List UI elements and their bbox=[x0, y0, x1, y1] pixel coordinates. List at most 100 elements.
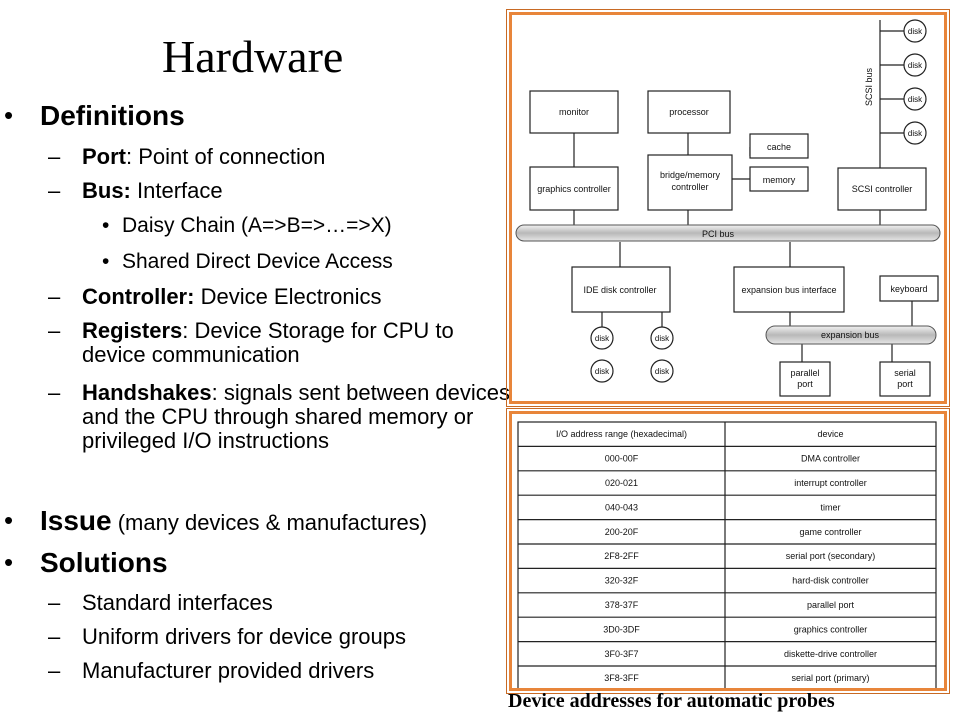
slide-title: Hardware bbox=[162, 31, 344, 82]
disk-label: disk bbox=[655, 367, 670, 376]
table-cell-device: diskette-drive controller bbox=[784, 649, 877, 659]
dash-marker: – bbox=[48, 658, 61, 683]
table-cell-device: game controller bbox=[799, 527, 861, 537]
definitions-label: Definitions bbox=[40, 100, 185, 131]
item-solution-3: – Manufacturer provided drivers bbox=[48, 658, 512, 683]
table-cell-device: graphics controller bbox=[794, 624, 868, 634]
dash-marker: – bbox=[48, 590, 61, 615]
daisy-chain-text: Daisy Chain (A=>B=>…=>X) bbox=[122, 214, 392, 237]
monitor-label: monitor bbox=[559, 107, 589, 117]
disk-label: disk bbox=[595, 334, 610, 343]
dash-marker: – bbox=[48, 178, 61, 203]
item-port: – Port: Point of connection bbox=[48, 144, 512, 169]
expansion-interface-label: expansion bus interface bbox=[741, 285, 836, 295]
issue-sub: (many devices & manufactures) bbox=[111, 510, 428, 535]
io-table-frame: I/O address range (hexadecimal) device 000… bbox=[506, 408, 950, 694]
pci-bus-bar bbox=[515, 224, 941, 242]
dash-marker: – bbox=[48, 380, 61, 405]
figure-caption: Device addresses for automatic probes bbox=[508, 690, 835, 712]
table-cell-device: serial port (secondary) bbox=[786, 551, 876, 561]
item-shared-access: • Shared Direct Device Access bbox=[102, 250, 393, 274]
disk-label: disk bbox=[908, 95, 923, 104]
shared-access-text: Shared Direct Device Access bbox=[122, 250, 393, 273]
port-term: Port bbox=[82, 144, 126, 169]
table-cell-device: timer bbox=[821, 502, 841, 512]
bridge-label-line2: controller bbox=[671, 182, 708, 192]
dash-marker: – bbox=[48, 318, 61, 343]
graphics-controller-label: graphics controller bbox=[537, 184, 611, 194]
scsi-controller-label: SCSI controller bbox=[852, 184, 913, 194]
keyboard-label: keyboard bbox=[890, 284, 927, 294]
handshakes-term: Handshakes bbox=[82, 380, 212, 405]
solutions-label: Solutions bbox=[40, 547, 168, 578]
parallel-port-label-line1: parallel bbox=[790, 368, 819, 378]
dash-marker: – bbox=[48, 144, 61, 169]
bullet-dot: • bbox=[102, 250, 110, 273]
table-cell-range: 040-043 bbox=[605, 502, 638, 512]
bullet-definitions: • Definitions bbox=[4, 100, 185, 132]
item-solution-2: – Uniform drivers for device groups bbox=[48, 624, 512, 649]
registers-term: Registers bbox=[82, 318, 183, 343]
table-cell-device: serial port (primary) bbox=[791, 673, 869, 683]
processor-label: processor bbox=[669, 107, 709, 117]
bullet-dot: • bbox=[4, 547, 14, 577]
dash-marker: – bbox=[48, 284, 61, 309]
item-bus: – Bus: Interface bbox=[48, 178, 512, 203]
disk-label: disk bbox=[595, 367, 610, 376]
bus-diagram: monitor processor cache graphics control… bbox=[515, 19, 941, 397]
serial-port-label-line1: serial bbox=[894, 368, 916, 378]
serial-port-label-line2: port bbox=[897, 379, 913, 389]
bus-term: Bus: bbox=[82, 178, 131, 203]
io-address-table: I/O address range (hexadecimal) device 000… bbox=[517, 421, 937, 691]
bridge-label-line1: bridge/memory bbox=[660, 170, 721, 180]
bullet-issue: • Issue (many devices & manufactures) bbox=[4, 505, 428, 537]
table-cell-device: DMA controller bbox=[801, 454, 860, 464]
table-cell-range: 020-021 bbox=[605, 478, 638, 488]
handshakes-text: : signals sent between devices and the C… bbox=[82, 380, 511, 453]
disk-label: disk bbox=[908, 61, 923, 70]
parallel-port-label-line2: port bbox=[797, 379, 813, 389]
bullet-dot: • bbox=[4, 100, 14, 130]
table-cell-range: 3F8-3FF bbox=[604, 673, 639, 683]
cache-label: cache bbox=[767, 142, 791, 152]
solution-3-text: Manufacturer provided drivers bbox=[82, 658, 375, 683]
table-cell-device: hard-disk controller bbox=[792, 576, 869, 586]
scsi-bus-label: SCSI bus bbox=[864, 67, 874, 106]
table-header-device: device bbox=[817, 429, 843, 439]
port-text: : Point of connection bbox=[126, 144, 326, 169]
bullet-dot: • bbox=[102, 214, 110, 237]
item-controller: – Controller: Device Electronics bbox=[48, 284, 512, 309]
table-cell-range: 3F0-3F7 bbox=[604, 649, 638, 659]
expansion-bus-bar bbox=[765, 325, 937, 345]
issue-label: Issue bbox=[40, 505, 112, 536]
table-cell-device: interrupt controller bbox=[794, 478, 867, 488]
dash-marker: – bbox=[48, 624, 61, 649]
expansion-bus-label: expansion bus bbox=[821, 330, 880, 340]
bus-text: Interface bbox=[130, 178, 223, 203]
table-cell-range: 378-37F bbox=[605, 600, 639, 610]
registers-text: : Device Storage for CPU to device commu… bbox=[82, 318, 454, 367]
solution-2-text: Uniform drivers for device groups bbox=[82, 624, 407, 649]
table-cell-range: 000-00F bbox=[605, 454, 639, 464]
controller-text: Device Electronics bbox=[194, 284, 382, 309]
disk-label: disk bbox=[908, 129, 923, 138]
memory-label: memory bbox=[763, 175, 796, 185]
item-handshakes: – Handshakes: signals sent between devic… bbox=[48, 380, 512, 453]
table-cell-range: 2F8-2FF bbox=[604, 551, 639, 561]
bus-diagram-frame: monitor processor cache graphics control… bbox=[506, 9, 950, 407]
item-registers: – Registers: Device Storage for CPU to d… bbox=[48, 318, 512, 367]
pci-bus-label: PCI bus bbox=[702, 229, 735, 239]
item-solution-1: – Standard interfaces bbox=[48, 590, 512, 615]
table-header-range: I/O address range (hexadecimal) bbox=[556, 429, 687, 439]
solution-1-text: Standard interfaces bbox=[82, 590, 273, 615]
disk-label: disk bbox=[655, 334, 670, 343]
bullet-solutions: • Solutions bbox=[4, 547, 168, 579]
disk-label: disk bbox=[908, 27, 923, 36]
table-cell-range: 200-20F bbox=[605, 527, 639, 537]
bullet-dot: • bbox=[4, 505, 14, 535]
table-cell-range: 3D0-3DF bbox=[603, 624, 640, 634]
table-cell-range: 320-32F bbox=[605, 576, 639, 586]
ide-controller-label: IDE disk controller bbox=[583, 285, 656, 295]
item-daisy-chain: • Daisy Chain (A=>B=>…=>X) bbox=[102, 214, 392, 238]
table-cell-device: parallel port bbox=[807, 600, 855, 610]
